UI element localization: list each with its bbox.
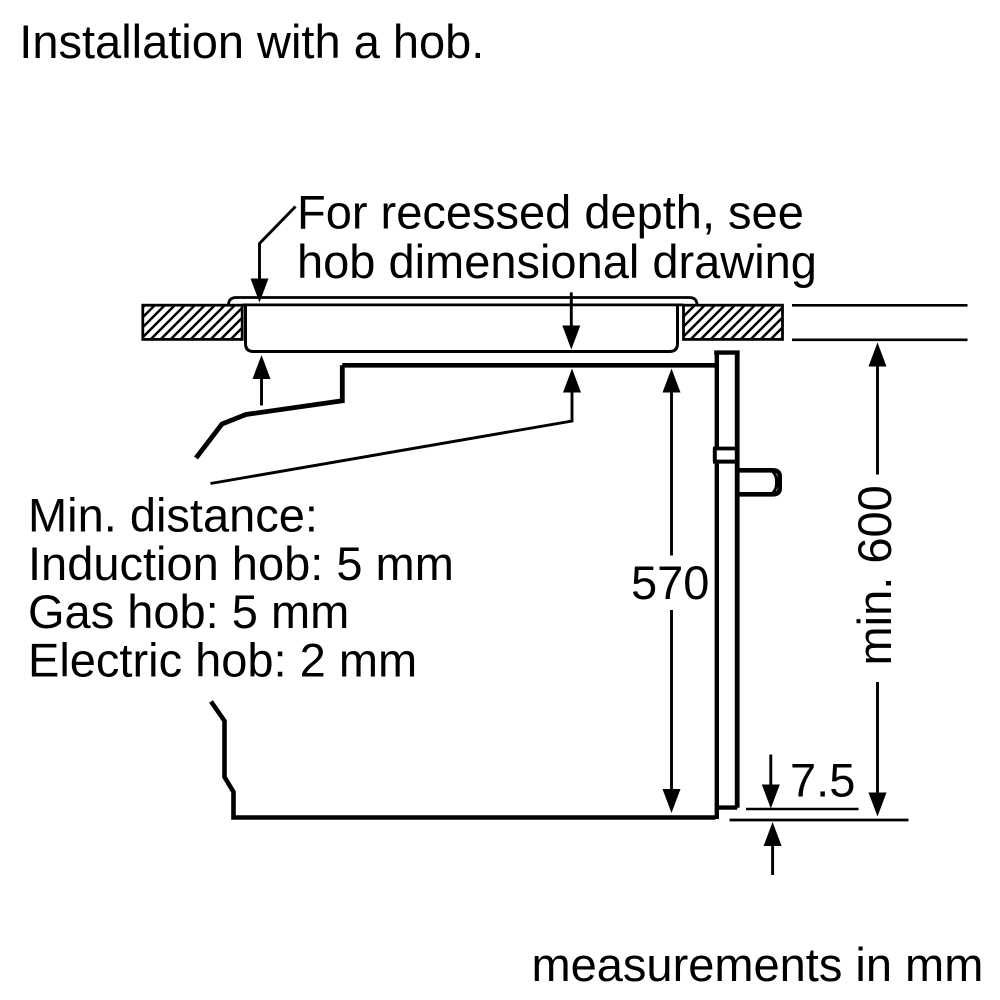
- svg-text:min. 600: min. 600: [848, 485, 901, 665]
- svg-text:Installation with a hob.: Installation with a hob.: [19, 15, 484, 68]
- svg-text:570: 570: [631, 556, 709, 609]
- svg-text:hob dimensional drawing: hob dimensional drawing: [297, 235, 817, 288]
- svg-text:Induction hob: 5 mm: Induction hob: 5 mm: [28, 537, 454, 590]
- svg-text:For recessed depth, see: For recessed depth, see: [297, 186, 804, 239]
- svg-text:Gas hob: 5 mm: Gas hob: 5 mm: [28, 585, 349, 638]
- svg-text:Min. distance:: Min. distance:: [28, 489, 318, 542]
- svg-text:7.5: 7.5: [790, 754, 855, 807]
- svg-text:Electric hob: 2 mm: Electric hob: 2 mm: [28, 633, 417, 686]
- svg-text:measurements in mm: measurements in mm: [532, 938, 984, 991]
